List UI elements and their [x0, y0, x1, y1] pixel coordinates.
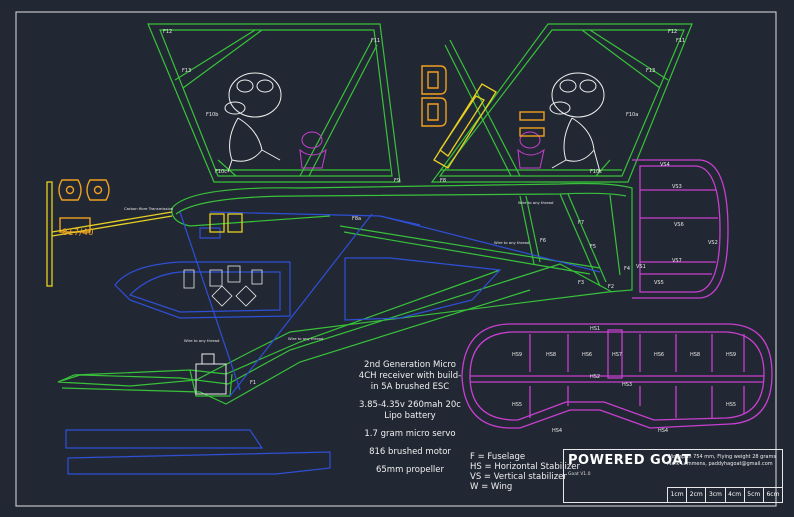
label-f10c-right: F10c — [590, 169, 602, 175]
label-vs4: VS4 — [660, 162, 670, 168]
label-f12-right: F12 — [668, 29, 677, 35]
wire-labels: Carbon fibre Transmission Wire to any th… — [124, 200, 554, 343]
info-line-2: Mark Lemmens, paddyhagoat@gmail.com — [667, 461, 773, 467]
label-vs3: VS3 — [672, 184, 682, 190]
label-f10b-left: F10b — [206, 112, 218, 118]
scale-1cm: 1cm — [667, 488, 686, 502]
title: POWERED GOAT — [568, 453, 692, 468]
label-vs7: VS7 — [672, 258, 682, 264]
yellow-prop-shaft — [46, 181, 243, 287]
wire-label-top: Wire to any thread — [518, 200, 554, 205]
label-f6: F6 — [540, 238, 546, 244]
label-hs9-a: HS9 — [512, 352, 522, 358]
wing-cradle-parts — [183, 265, 263, 307]
info-line-1: Wingspan 754 mm, Flying weight 28 grams — [667, 454, 776, 460]
orange-bracket-parts — [421, 65, 545, 137]
label-hs4-b: HS4 — [658, 428, 668, 434]
motor-mount-number: 817/40 — [62, 228, 94, 238]
carbon-rod-label: Carbon fibre Transmission — [124, 206, 174, 211]
label-hs4-a: HS4 — [552, 428, 562, 434]
wire-label-low: Wire to any thread — [288, 336, 324, 341]
label-hs3: HS3 — [622, 382, 632, 388]
legend-wing: W = Wing — [470, 482, 513, 492]
scale-5cm: 5cm — [743, 488, 763, 502]
legend-fuselage: F = Fuselage — [470, 452, 526, 462]
label-f1: F1 — [250, 380, 256, 386]
pilot-cartoon-left — [224, 72, 282, 173]
label-f8a: F8a — [352, 216, 361, 222]
scale-2cm: 2cm — [686, 488, 705, 502]
horizontal-stabilizer — [461, 323, 773, 429]
label-hs8-a: HS8 — [546, 352, 556, 358]
scale-3cm: 3cm — [705, 488, 724, 502]
label-f4: F4 — [624, 266, 630, 272]
legend: F = Fuselage HS = Horizontal Stabilizer … — [470, 452, 580, 492]
label-hs5-a: HS5 — [512, 402, 522, 408]
label-f8-right: F8 — [440, 178, 446, 184]
scale-4cm: 4cm — [724, 488, 744, 502]
pilot-cartoon-right-small — [517, 131, 545, 169]
fuselage-bottom-boom — [57, 269, 531, 405]
label-f10a-right: F10a — [626, 112, 638, 118]
note-servo: 1.7 gram micro servo — [364, 429, 456, 439]
label-vs2: VS2 — [708, 240, 718, 246]
left-wing-frame — [147, 23, 401, 183]
note-battery: 3.85-4.35v 260mah 20c Lipo battery — [359, 400, 461, 421]
label-hs2: HS2 — [590, 374, 600, 380]
note-propeller: 65mm propeller — [375, 465, 445, 475]
yellow-spar — [433, 83, 497, 169]
vertical-stabilizer — [632, 159, 729, 299]
title-block: POWERED GOAT Goat V1.0 Wingspan 754 mm, … — [563, 449, 783, 503]
label-f5: F5 — [590, 244, 596, 250]
label-hs6-b: HS6 — [654, 352, 664, 358]
label-f7: F7 — [578, 220, 584, 226]
label-f2: F2 — [608, 284, 614, 290]
title-info: Wingspan 754 mm, Flying weight 28 grams … — [667, 454, 779, 468]
label-hs9-b: HS9 — [726, 352, 736, 358]
label-f3: F3 — [578, 280, 584, 286]
subtitle: Goat V1.0 — [568, 472, 591, 477]
scale-bar: 1cm 2cm 3cm 4cm 5cm 6cm — [667, 487, 782, 502]
label-f11-right: F11 — [676, 38, 685, 44]
legend-vertical-stabilizer: VS = Vertical stabilizer — [470, 472, 567, 482]
component-notes: 2nd Generation Micro 4CH receiver with b… — [355, 360, 465, 483]
note-receiver: 2nd Generation Micro 4CH receiver with b… — [358, 360, 462, 392]
label-vs6: VS6 — [674, 222, 684, 228]
pilot-cartoon-right — [549, 72, 605, 173]
label-hs8-b: HS8 — [690, 352, 700, 358]
blue-structure — [65, 211, 601, 475]
label-f9-left: F9 — [394, 178, 400, 184]
scale-6cm: 6cm — [762, 488, 782, 502]
label-hs5-b: HS5 — [726, 402, 736, 408]
label-f11-left: F11 — [371, 38, 380, 44]
label-hs7: HS7 — [612, 352, 622, 358]
label-f12-left: F12 — [163, 29, 172, 35]
label-hs1: HS1 — [590, 326, 600, 332]
sheet-border — [15, 11, 777, 507]
label-f10c-left: F10c — [215, 169, 227, 175]
servo-box — [195, 353, 227, 395]
label-f13-left: F13 — [182, 68, 191, 74]
part-labels: F12 F11 F13 F10b F10c F9 F12 F11 F13 F10… — [163, 29, 736, 434]
wire-label-mid: Wire to any thread — [494, 240, 530, 245]
note-motor: 816 brushed motor — [369, 447, 451, 457]
pilot-cartoon-left-small — [299, 131, 327, 169]
label-hs6-a: HS6 — [582, 352, 592, 358]
wire-label-left: Wire to any thread — [184, 338, 220, 343]
label-vs1: VS1 — [636, 264, 646, 270]
fuselage-frame — [57, 182, 633, 387]
label-f13-right: F13 — [646, 68, 655, 74]
label-vs5: VS5 — [654, 280, 664, 286]
legend-horizontal-stabilizer: HS = Horizontal Stabilizer — [470, 462, 581, 472]
